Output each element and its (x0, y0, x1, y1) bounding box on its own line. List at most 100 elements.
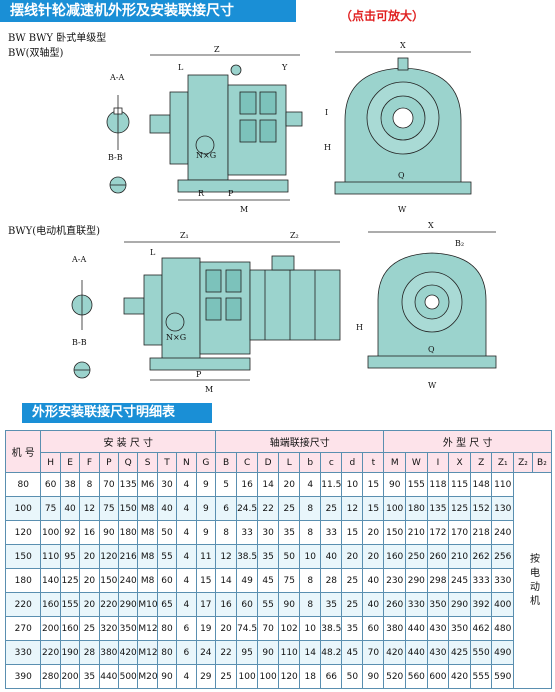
front-view-1: X H I Q W (324, 41, 472, 214)
table-cell: 200 (40, 616, 61, 641)
table-cell: 40 (156, 496, 178, 521)
table-cell: 160 (383, 544, 407, 569)
table-cell: 135 (118, 472, 139, 497)
table-cell: 110 (40, 544, 61, 569)
table-cell: 440 (405, 640, 428, 665)
table-cell: 20 (79, 544, 100, 569)
table-cell: 45 (341, 640, 364, 665)
table-cell: 75 (98, 496, 120, 521)
table-cell: 90 (98, 520, 120, 545)
front-view-2: X B₂ H Q W (356, 221, 497, 390)
column-header: Z₂ (513, 452, 533, 473)
table-cell: 16 (79, 520, 100, 545)
table-cell: 590 (491, 664, 515, 689)
table-cell: M8 (137, 520, 158, 545)
table-cell: 420 (118, 640, 139, 665)
outline-header: 外 型 尺 寸 (383, 430, 552, 453)
side-view-1: Z L Y N×G P M R (149, 45, 303, 214)
table-cell: 4 (176, 520, 197, 545)
table-cell: 148 (469, 472, 493, 497)
table-cell: 490 (491, 640, 515, 665)
table-cell: 25 (215, 664, 238, 689)
table-cell: 110 (491, 472, 515, 497)
table-cell: 38.5 (320, 616, 343, 641)
table-cell: 100 (383, 496, 407, 521)
table-cell: 440 (98, 664, 120, 689)
table-cell: 48.2 (320, 640, 343, 665)
svg-text:B-B: B-B (108, 153, 123, 162)
table-cell: 100 (4, 496, 42, 521)
svg-text:Z₂: Z₂ (290, 231, 299, 240)
table-cell: 350 (448, 616, 471, 641)
table-cell: 9 (195, 472, 217, 497)
table-cell: 22 (257, 496, 280, 521)
column-header: I (426, 452, 450, 473)
table-cell: 14 (299, 640, 322, 665)
table-cell: 11 (195, 544, 217, 569)
table-cell: 555 (469, 664, 493, 689)
table-cell: 500 (118, 664, 139, 689)
table-cell: 125 (59, 568, 81, 593)
column-header: b (299, 452, 322, 473)
table-cell: 75 (40, 496, 61, 521)
svg-text:A-A: A-A (71, 255, 86, 264)
svg-text:A-A: A-A (109, 73, 124, 82)
table-cell: 92 (59, 520, 81, 545)
table-cell: 4 (176, 592, 197, 617)
table-cell: 70 (257, 616, 280, 641)
table-cell: 24 (195, 640, 217, 665)
column-header: E (59, 452, 81, 473)
zoom-link[interactable]: （点击可放大） (340, 9, 425, 23)
table-cell: 90 (156, 664, 178, 689)
table-cell: 12 (79, 496, 100, 521)
table-cell: 40 (59, 496, 81, 521)
table-cell: 10 (341, 472, 364, 497)
table-cell: 8 (299, 496, 322, 521)
column-header: C (236, 452, 259, 473)
table-cell: 17 (195, 592, 217, 617)
table-cell: 75 (278, 568, 301, 593)
table-cell: 560 (405, 664, 428, 689)
table-cell: 245 (448, 568, 471, 593)
table-cell: 462 (469, 616, 493, 641)
table-cell: 38 (59, 472, 81, 497)
motor-note: 按电动机 (513, 472, 552, 689)
table-cell: 19 (195, 616, 217, 641)
table-cell: 135 (426, 496, 450, 521)
column-header: G (195, 452, 217, 473)
table-cell: 70 (98, 472, 120, 497)
column-header: H (40, 452, 61, 473)
table-cell: 150 (118, 496, 139, 521)
table-cell: 220 (40, 640, 61, 665)
table-cell: 150 (4, 544, 42, 569)
table-cell: 333 (469, 568, 493, 593)
table-cell: 155 (59, 592, 81, 617)
svg-text:L: L (178, 63, 184, 72)
table-cell: 10 (299, 544, 322, 569)
table-cell: 50 (278, 544, 301, 569)
table-cell: 25 (341, 592, 364, 617)
table-cell: 40 (320, 544, 343, 569)
table-cell: 240 (118, 568, 139, 593)
table-cell: 90 (383, 472, 407, 497)
table-cell: 35 (320, 592, 343, 617)
table-cell: 380 (98, 640, 120, 665)
column-header: P (98, 452, 120, 473)
table-cell: 400 (491, 592, 515, 617)
table-cell: 210 (448, 544, 471, 569)
table-cell: 290 (405, 568, 428, 593)
table-cell: 28 (79, 640, 100, 665)
table-cell: 120 (98, 544, 120, 569)
svg-text:P: P (228, 189, 234, 198)
svg-text:W: W (428, 381, 437, 390)
shaft-header: 轴端联接尺寸 (215, 430, 385, 453)
table-cell: 430 (426, 640, 450, 665)
table-cell: 8 (215, 520, 238, 545)
table-cell: 115 (448, 472, 471, 497)
